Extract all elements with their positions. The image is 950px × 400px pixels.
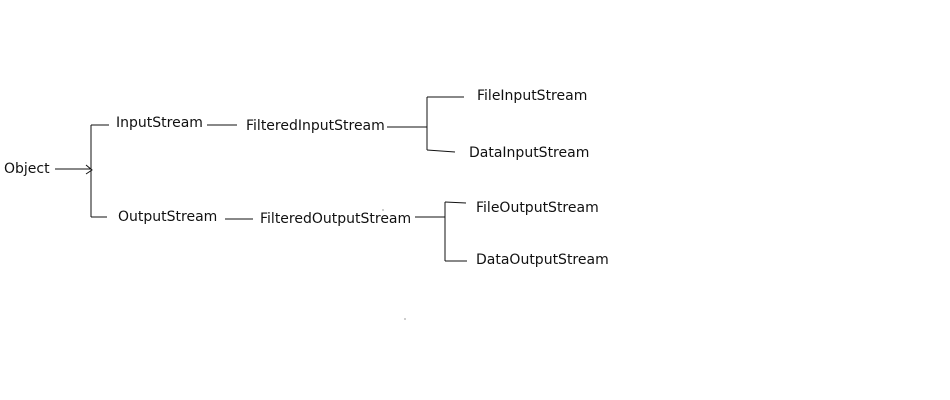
node-file-output-stream: FileOutputStream — [476, 200, 599, 216]
node-file-input-stream: FileInputStream — [477, 88, 588, 104]
node-data-output-stream: DataOutputStream — [476, 252, 609, 268]
node-output-stream: OutputStream — [118, 209, 218, 225]
node-data-input-stream: DataInputStream — [469, 145, 590, 161]
stray-dot — [382, 209, 384, 211]
node-object: Object — [4, 161, 50, 177]
edge-filteredinputstream-datainputstream — [426, 149, 456, 153]
stray-dot — [404, 318, 406, 320]
node-filtered-input-stream: FilteredInputStream — [246, 118, 385, 134]
arrowhead-icon — [85, 164, 93, 175]
node-input-stream: InputStream — [116, 115, 203, 131]
node-filtered-output-stream: FilteredOutputStream — [260, 211, 412, 227]
edge-filteredoutputstream-fileoutputstream — [444, 201, 467, 204]
